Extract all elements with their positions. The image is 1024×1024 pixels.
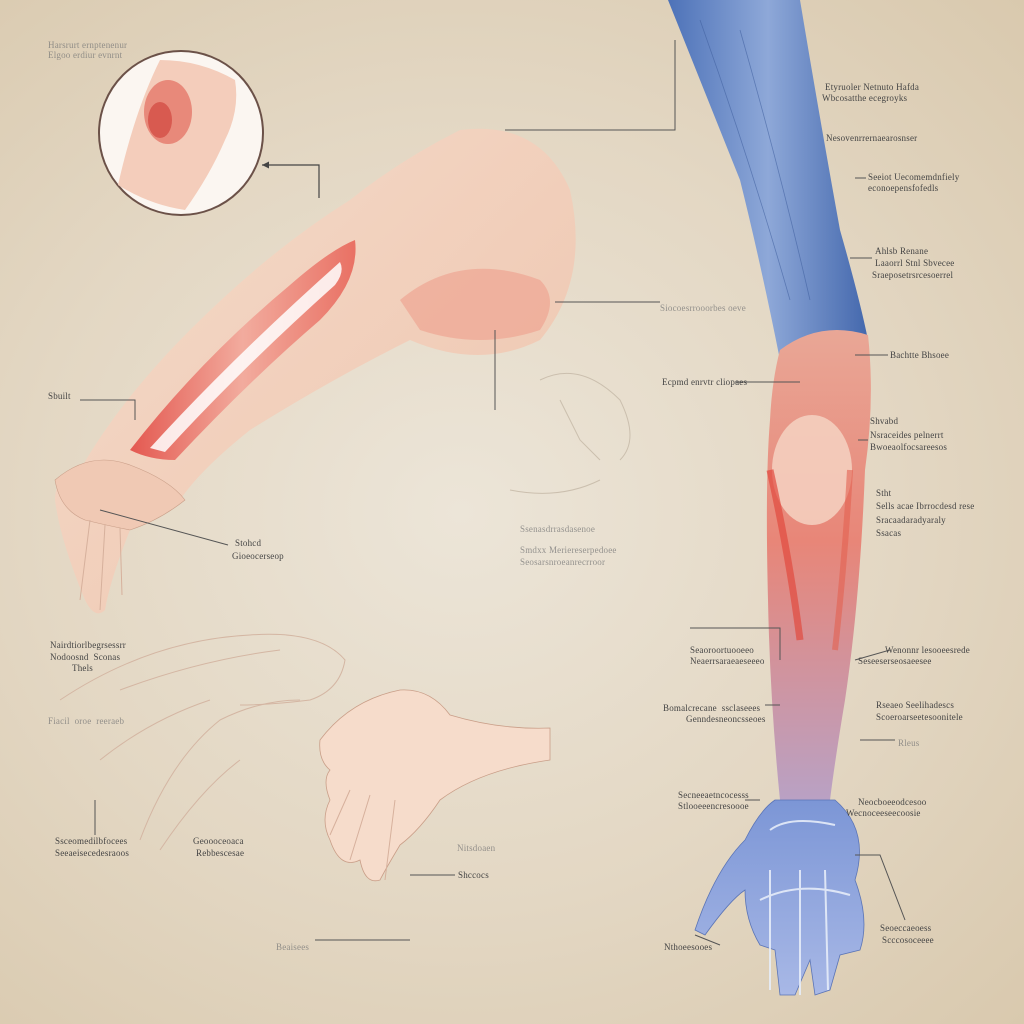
label-wrist-2: Stlooeeencresoooe <box>678 801 749 811</box>
label-right-14: Sells acae Ibrrocdesd rese <box>876 501 975 511</box>
sketch-hand-illustration <box>59 633 346 851</box>
label-mid-left-2: Nodoosnd Sconas <box>50 652 121 662</box>
label-right-10: Shvabd <box>870 416 899 426</box>
label-lower-mid-4: Genndesneoncsseoes <box>686 714 766 724</box>
label-lower-right-3: Rseaeo Seelihadescs <box>876 700 955 710</box>
label-center-4: Smdxx Meriereserpedoee <box>520 545 617 555</box>
label-lower-right-4: Scoeroarseetesoonitele <box>876 712 963 722</box>
hand-illustration <box>319 689 551 882</box>
label-center-3: Ssenasdrrasdasenoe <box>520 524 596 534</box>
leader-lines <box>80 40 906 946</box>
bent-arm-illustration <box>54 128 576 614</box>
label-left-1: Sbuilt <box>48 391 71 401</box>
label-bottom-left-2: Seeaeisecedesraoos <box>55 848 130 858</box>
label-right-8: Sraeposetrsrcesoerrel <box>872 270 954 280</box>
label-mid-left-3: Thels <box>72 663 93 673</box>
label-left-2: Stohcd <box>235 538 262 548</box>
label-bottom-left-1: Ssceomedilbfocees <box>55 836 128 846</box>
label-right-12: Bwoeaolfocsareesos <box>870 442 948 452</box>
label-right-4: Seeiot Uecomemdnfiely <box>868 172 960 182</box>
label-lower-right-5: Rleus <box>898 738 920 748</box>
faint-sketch-lines <box>509 372 631 494</box>
arrow-icon <box>262 161 320 198</box>
label-mid-left-1: Nairdtiorlbegrsessrr <box>50 640 126 650</box>
label-center-5: Seosarsnroeanrecrroor <box>520 557 606 567</box>
label-lower-mid-2: Neaerrsaraeaeseeeo <box>690 656 765 666</box>
label-right-2: Wbcosatthe ecegroyks <box>822 93 908 103</box>
label-top-left-2: Elgoo erdiur evnrnt <box>48 50 123 60</box>
label-wrist-4: Wecnoceeseecoosie <box>846 808 921 818</box>
label-lower-right-2: Seseeserseosaeesee <box>858 656 932 666</box>
label-right-3: Nesovenrrernaearosnser <box>826 133 918 143</box>
label-right-13: Stht <box>876 488 892 498</box>
label-right-7: Laaorrl Stnl Sbvecee <box>875 258 955 268</box>
label-top-left-1: Harsrurt ernptenenur <box>48 40 128 50</box>
label-hand-1: Seoeccaeoess <box>880 923 932 933</box>
label-wrist-1: Secneeaetncocesss <box>678 790 749 800</box>
label-right-1: Etyruoler Netnuto Hafda <box>825 82 920 92</box>
label-wrist-3: Neocboeeodcesoo <box>858 797 927 807</box>
label-lower-right-1: Wenonnr lesooeesrede <box>885 645 970 655</box>
label-right-15: Sracaadaradyaraly <box>876 515 946 525</box>
label-center-1: Ecpmd enrvtr cliopaes <box>662 377 748 387</box>
label-bottom-mid-1: Nitsdoaen <box>457 843 496 853</box>
label-lower-mid-3: Bomalcrecane ssclaseees <box>663 703 761 713</box>
label-hand-3: Nthoeesooes <box>664 942 713 952</box>
label-mid-left-4: Fiacil oroe reeraeb <box>48 716 125 726</box>
label-right-5: econoepensfofedls <box>868 183 939 193</box>
label-right-6: Ahlsb Renane <box>875 246 929 256</box>
label-bottom-left-4: Rebbescesae <box>196 848 245 858</box>
right-arm-illustration <box>668 0 871 996</box>
label-bottom-mid-2: Shccocs <box>458 870 489 880</box>
inset-detail-circle <box>98 50 264 216</box>
label-lower-mid-1: Seaoroortuooeeo <box>690 645 754 655</box>
label-bottom-left-5: Beaisees <box>276 942 310 952</box>
label-left-3: Gioeocerseop <box>232 551 284 561</box>
label-hand-2: Scccosoceeee <box>882 935 934 945</box>
label-right-11: Nsraceides pelnerrt <box>870 430 944 440</box>
label-right-9: Bachtte Bhsoee <box>890 350 950 360</box>
label-right-16: Ssacas <box>876 528 902 538</box>
label-center-2: Siocoesrrooorbes oeve <box>660 303 746 313</box>
label-bottom-left-3: Geoooceoaca <box>193 836 244 846</box>
